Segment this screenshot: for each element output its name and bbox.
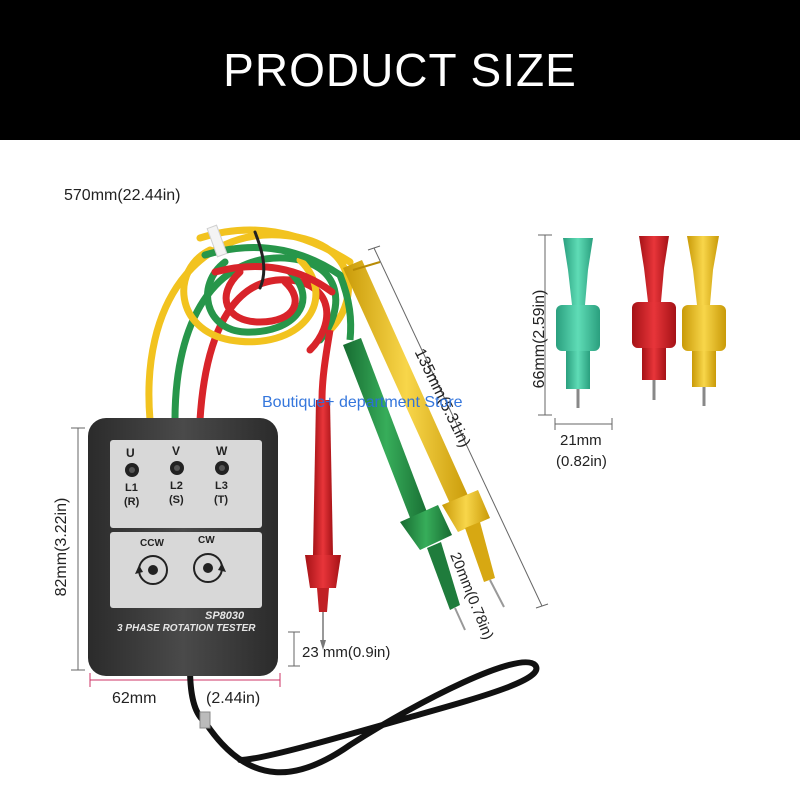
wrist-lanyard [187,659,540,776]
phase-l1-label: L1 [125,482,138,494]
store-watermark: Boutique+ department Store [262,394,463,411]
phase-u-letter: U [126,446,135,460]
green-test-probe [336,273,466,631]
red-test-probe [305,329,341,650]
ccw-label: CCW [140,538,164,549]
phase-w-letter: W [216,444,228,458]
phase-l2-label: L2 [170,480,183,492]
dimension-lines [71,234,613,687]
clip-width-label: 21mm [560,432,602,449]
red-alligator-clip [632,236,676,400]
phase-l3-label: L3 [215,480,228,492]
cable-bundle [145,224,354,424]
cw-label: CW [198,535,215,546]
phase-s-code: (S) [169,494,184,506]
clip-width-in-label: (0.82in) [556,453,607,470]
device-height-label: 82mm(3.22in) [53,497,70,597]
device-width-label: 62mm [112,690,157,707]
title-banner: PRODUCT SIZE [0,0,800,140]
clip-length-label: 66mm(2.59in) [531,289,548,389]
device-depth-label: 23 mm(0.9in) [302,644,391,661]
device-width-in-label: (2.44in) [206,690,261,707]
phase-v-letter: V [172,444,181,458]
phase-rotation-tester-device [88,418,278,676]
phase-t-code: (T) [214,494,229,506]
yellow-test-probe [343,260,505,608]
yellow-alligator-clip [682,236,726,406]
device-model: SP8030 [205,610,245,622]
teal-alligator-clip [556,238,600,408]
device-name: 3 PHASE ROTATION TESTER [117,623,256,634]
phase-r-code: (R) [124,496,140,508]
cable-length-label: 570mm(22.44in) [64,187,181,204]
page-title: PRODUCT SIZE [223,44,577,96]
